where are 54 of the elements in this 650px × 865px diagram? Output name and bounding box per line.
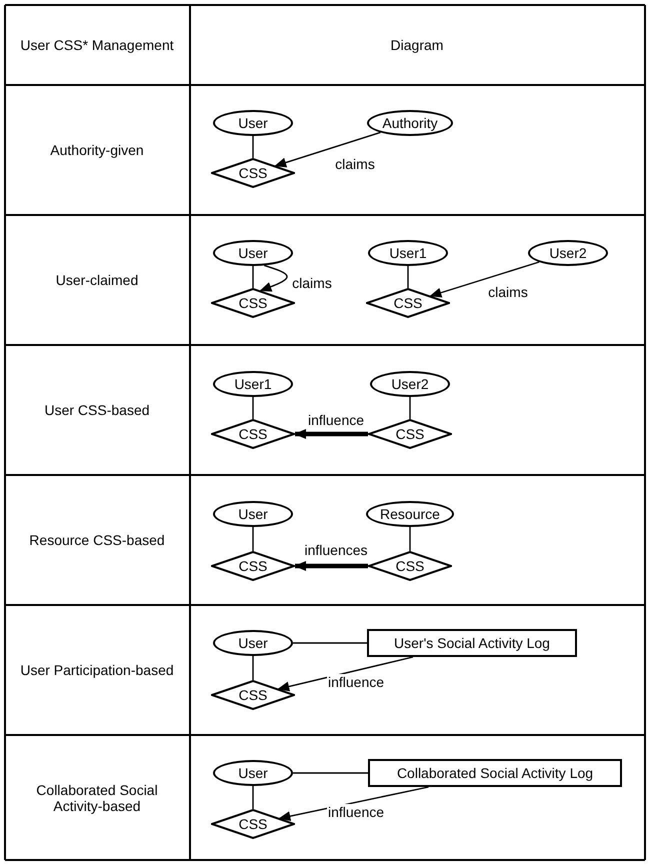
edge-label: influence [326, 674, 386, 690]
arrow [429, 261, 540, 298]
connector-line [409, 527, 411, 551]
connector-line [252, 266, 254, 288]
relationship-diamond: CSS [366, 288, 450, 318]
relationship-diamond: CSS [368, 551, 452, 581]
row-heading: Resource CSS-based [29, 532, 165, 548]
arrow [259, 264, 288, 292]
entity-ellipse: User2 [370, 371, 450, 397]
connector-line [407, 266, 409, 288]
entity-ellipse: User1 [368, 240, 448, 266]
row-heading: User Participation-based [20, 662, 174, 678]
entity-ellipse: User1 [213, 371, 293, 397]
row-heading: User-claimed [56, 272, 138, 288]
relationship-diamond: CSS [368, 419, 452, 449]
connector-line [252, 136, 254, 158]
connector-line [293, 772, 368, 774]
edge-label: influence [326, 804, 386, 820]
edge-label: claims [487, 284, 529, 300]
arrow [277, 656, 414, 692]
entity-ellipse: User [213, 630, 293, 656]
relationship-diamond: CSS [211, 158, 295, 188]
relationship-diamond: CSS [211, 551, 295, 581]
connector-line [252, 397, 254, 419]
entity-ellipse: User [213, 760, 293, 786]
edge-label: claims [334, 156, 376, 172]
connector-line [252, 786, 254, 809]
column-header: Diagram [390, 37, 444, 53]
entity-ellipse: User [213, 501, 293, 527]
connector-line [409, 397, 411, 419]
arrow [294, 561, 368, 571]
relationship-diamond: CSS [211, 680, 295, 710]
relationship-diamond: CSS [211, 419, 295, 449]
entity-ellipse: User [213, 240, 293, 266]
edge-label: influence [306, 412, 366, 428]
connector-line [252, 656, 254, 680]
entity-ellipse: User2 [528, 240, 608, 266]
entity-ellipse: Resource [366, 501, 454, 527]
edge-label: claims [291, 275, 333, 291]
relationship-diamond: CSS [211, 288, 295, 318]
row-heading: Collaborated Social Activity-based [35, 782, 159, 814]
column-header: User CSS* Management [20, 37, 174, 53]
row-heading: Authority-given [50, 142, 144, 158]
row-heading: User CSS-based [44, 402, 150, 418]
edge-label: influences [303, 542, 369, 558]
arrow [294, 429, 368, 439]
relationship-diamond: CSS [211, 809, 295, 839]
process-box: Collaborated Social Activity Log [368, 759, 622, 787]
connector-line [252, 527, 254, 551]
entity-ellipse: User [213, 110, 293, 136]
entity-ellipse: Authority [367, 110, 453, 136]
connector-line [293, 642, 367, 644]
process-box: User's Social Activity Log [367, 629, 577, 657]
arrow [274, 132, 381, 168]
